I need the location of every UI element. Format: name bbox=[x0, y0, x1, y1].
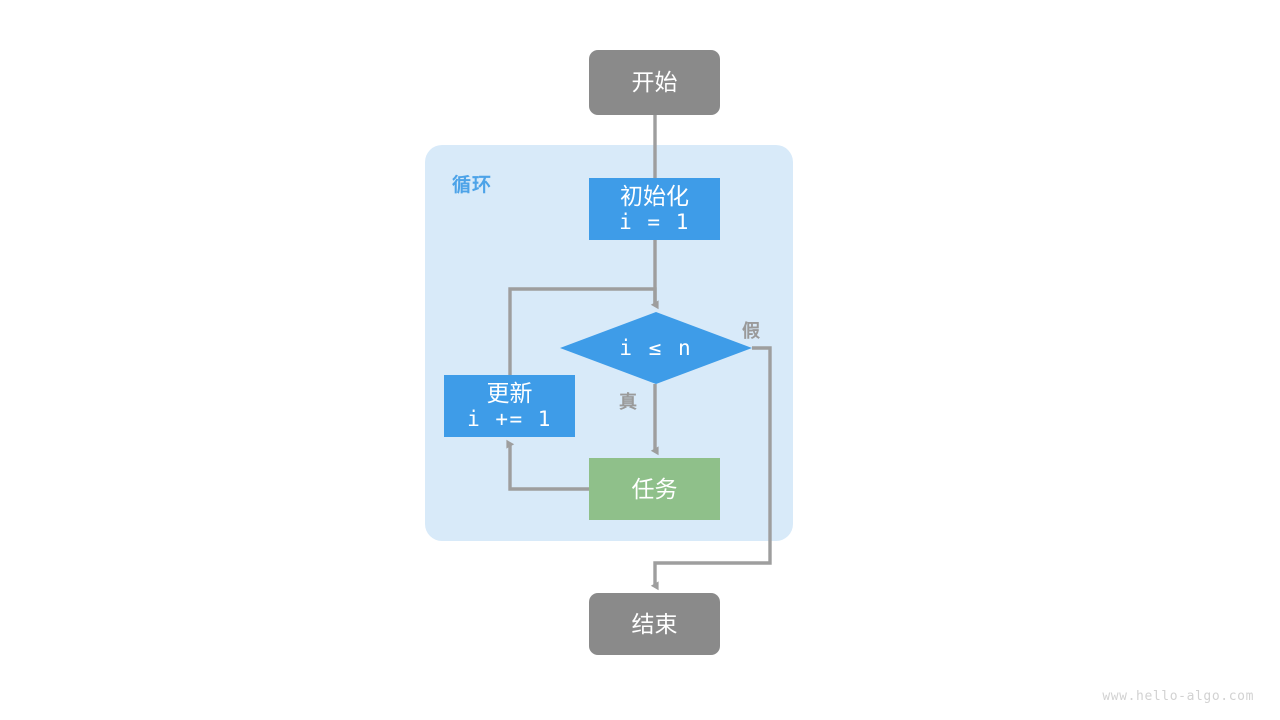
node-init-label: 初始化 bbox=[620, 183, 689, 210]
edge-label-true: 真 bbox=[619, 392, 637, 412]
node-condition[interactable]: i ≤ n bbox=[560, 312, 752, 384]
node-end[interactable]: 结束 bbox=[589, 593, 720, 655]
edge-cond-to-end bbox=[650, 346, 772, 591]
node-task-label: 任务 bbox=[631, 475, 678, 502]
node-update-label: 更新 bbox=[486, 380, 533, 407]
node-init-expression: i = 1 bbox=[619, 210, 690, 235]
edge-update-to-cond bbox=[508, 287, 657, 375]
node-condition-label: i ≤ n bbox=[619, 336, 693, 360]
edge-label-false: 假 bbox=[742, 321, 760, 341]
node-start-label: 开始 bbox=[631, 69, 678, 96]
diamond-icon bbox=[560, 312, 752, 384]
node-update-expression: i += 1 bbox=[467, 407, 552, 432]
watermark: www.hello-algo.com bbox=[1102, 689, 1254, 704]
node-end-label: 结束 bbox=[631, 610, 678, 637]
node-task[interactable]: 任务 bbox=[589, 458, 720, 520]
node-update[interactable]: 更新 i += 1 bbox=[444, 375, 575, 437]
node-start[interactable]: 开始 bbox=[589, 50, 720, 115]
loop-container-label: 循环 bbox=[452, 175, 493, 196]
edge-task-to-update bbox=[506, 439, 589, 491]
node-init[interactable]: 初始化 i = 1 bbox=[589, 178, 720, 240]
